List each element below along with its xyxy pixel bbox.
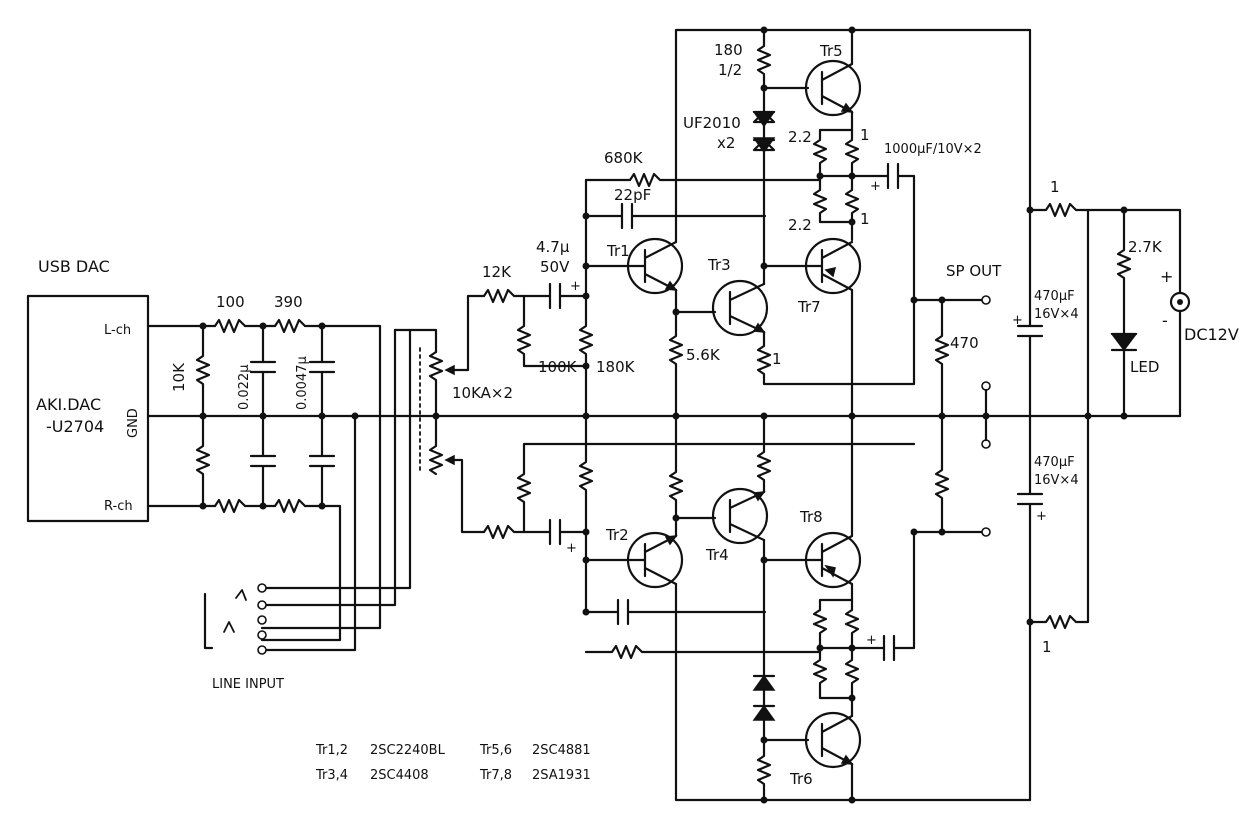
label-c-0022: 0.022μ (237, 365, 252, 411)
label-r-bot-1: 1 (1042, 638, 1052, 656)
usbdac-title: USB DAC (38, 257, 110, 276)
label-diode-x2: x2 (717, 134, 735, 152)
junction-dots-left (199, 322, 359, 510)
parts-list-row-3-label: Tr7,8 (479, 768, 512, 783)
usb-dac-module: USB DAC AKI.DAC -U2704 L-ch GND R-ch (26, 257, 150, 523)
resistor-100-l (213, 318, 247, 334)
parts-list-row-2-label: Tr5,6 (479, 743, 512, 758)
tr8-label: Tr8 (799, 508, 823, 526)
input-filter: 100 390 10K 0.022μ 0.0047μ (146, 293, 1182, 652)
tr4-label: Tr4 (705, 546, 729, 564)
transistor-tr3 (711, 279, 769, 337)
tr2-label: Tr2 (605, 526, 629, 544)
label-r-1-a: 1 (860, 126, 870, 144)
parts-list: Tr1,2 2SC2240BL Tr3,4 2SC4408 Tr5,6 2SC4… (315, 743, 591, 783)
label-r-390: 390 (274, 293, 303, 311)
volume-label: 10KA×2 (452, 384, 513, 402)
label-cap-top-line1: 470μF (1034, 289, 1075, 304)
parts-list-row-2-part: 2SC4881 (532, 743, 591, 758)
label-r-1-b: 1 (860, 210, 870, 228)
label-r-180k: 180K (596, 358, 636, 376)
tr1-label: Tr1 (606, 242, 630, 260)
junction-dots-center (432, 26, 990, 804)
label-r-100: 100 (216, 293, 245, 311)
cap-plus-boot-lower: + (866, 633, 877, 648)
label-r-100k: 100K (538, 358, 578, 376)
label-cap-bot-line1: 470μF (1034, 455, 1075, 470)
dc-plus-label: + (1160, 267, 1173, 286)
label-r-470: 470 (950, 334, 979, 352)
module-name-line2: -U2704 (46, 417, 104, 436)
label-r-56k: 5.6K (686, 346, 721, 364)
tr7-label: Tr7 (797, 298, 821, 316)
label-r-10k: 10K (170, 362, 188, 392)
tr5-label: Tr5 (819, 42, 843, 60)
led-label: LED (1130, 358, 1159, 376)
label-c-00047: 0.0047μ (295, 356, 310, 410)
tr3-label: Tr3 (707, 256, 731, 274)
parts-list-row-1-label: Tr3,4 (315, 768, 348, 783)
label-c-50v: 50V (540, 258, 570, 276)
cap-plus-power-lower: + (1036, 509, 1047, 524)
sp-out-label: SP OUT (946, 262, 1002, 280)
dc-supply-label: DC12V (1184, 325, 1239, 344)
gnd-output-terminals (981, 381, 991, 449)
parts-list-row-0-part: 2SC2240BL (370, 743, 446, 758)
cap-plus-boot-upper: + (870, 179, 881, 194)
label-c-47u: 4.7μ (536, 238, 570, 256)
label-r-top-1: 1 (1050, 178, 1060, 196)
label-diode-uf2010: UF2010 (683, 114, 741, 132)
label-cap-top-line2: 16V×4 (1034, 307, 1079, 322)
label-r-180: 180 (714, 41, 743, 59)
line-input-jack: LINE INPUT (203, 583, 284, 692)
pin-gnd-label: GND (126, 408, 141, 438)
upper-channel: 12K + 4.7μ 50V 100K 180K 680K 22pF Tr1 5… (482, 28, 1032, 418)
label-r-1-2: 1/2 (718, 61, 742, 79)
transistor-tr6 (804, 711, 862, 769)
line-input-label: LINE INPUT (212, 677, 284, 692)
dac-module-box (26, 294, 150, 523)
transistor-tr5 (804, 59, 862, 117)
parts-list-row-0-label: Tr1,2 (315, 743, 348, 758)
resistor-390-l (273, 318, 307, 334)
label-r-22-a: 2.2 (788, 128, 812, 146)
transistor-tr4 (711, 487, 769, 545)
parts-list-row-1-part: 2SC4408 (370, 768, 429, 783)
pin-lch-label: L-ch (104, 323, 131, 338)
label-cap-bot-line2: 16V×4 (1034, 473, 1079, 488)
cap-plus-lower: + (566, 541, 577, 556)
label-c-22pf: 22pF (614, 186, 651, 204)
label-r-1-tr3: 1 (772, 350, 782, 368)
cap-plus-power-upper: + (1012, 313, 1023, 328)
cap-plus-upper: + (570, 279, 581, 294)
dc-minus-label: - (1162, 311, 1168, 330)
parts-list-row-3-part: 2SA1931 (532, 768, 591, 783)
resistor-100-r (213, 498, 247, 514)
resistor-390-r (273, 498, 307, 514)
label-r-led: 2.7K (1128, 238, 1163, 256)
junction-dots-power (1026, 206, 1128, 626)
label-r-12k: 12K (482, 263, 512, 281)
label-c-1000uf: 1000μF/10V×2 (884, 142, 982, 157)
label-r-680k: 680K (604, 149, 644, 167)
power-supply: + + 470μF 16V×4 470μF 16V×4 1 1 2.7K LED… (1012, 28, 1239, 802)
pin-rch-label: R-ch (104, 499, 133, 514)
module-name-line1: AKI.DAC (36, 395, 101, 414)
volume-pot: 10KA×2 (419, 294, 513, 534)
tr6-label: Tr6 (789, 770, 813, 788)
label-r-22-b: 2.2 (788, 216, 812, 234)
